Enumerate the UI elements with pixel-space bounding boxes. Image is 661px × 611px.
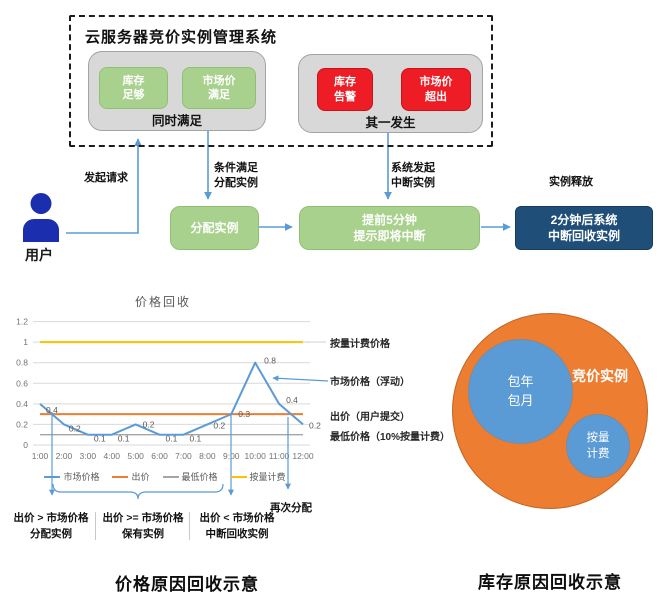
condition-stock-sufficient: 库存 足够: [99, 67, 168, 109]
group-both-conditions: 库存 足够 市场价 满足 同时满足: [88, 51, 266, 131]
x-tick-label: 1:00: [32, 451, 49, 461]
condition-stock-alarm: 库存 告警: [317, 68, 373, 111]
data-label: 0.2: [143, 419, 155, 429]
reallocate-label: 再次分配: [270, 502, 312, 514]
x-tick-label: 9:00: [223, 451, 240, 461]
annotation-ondemand-price: 按量计费价格: [330, 339, 390, 350]
data-label: 0.8: [264, 356, 276, 366]
group-either-occurs: 库存 告警 市场价 超出 其一发生: [298, 54, 483, 133]
x-tick-label: 5:00: [127, 451, 144, 461]
x-tick-label: 11:00: [269, 451, 290, 461]
y-tick-label: 0.8: [16, 358, 28, 368]
legend-item: 出价: [112, 470, 150, 483]
group-either-label: 其一发生: [365, 116, 416, 130]
subscription-circle: 包年 包月: [468, 339, 573, 444]
edge-request-arrow: [66, 138, 142, 234]
user-label: 用户: [25, 247, 53, 263]
legend-swatch: [230, 475, 247, 478]
annotation-market-price: 市场价格（浮动）: [330, 377, 410, 388]
legend-item: 最低价格: [162, 470, 218, 483]
zone-divider: [95, 512, 96, 540]
edge-release-label: 实例释放: [549, 176, 593, 188]
data-label: 0.1: [189, 434, 201, 444]
legend-label: 最低价格: [181, 472, 218, 482]
legend-swatch: [162, 475, 179, 478]
data-label: 0.2: [69, 423, 81, 433]
price-caption: 价格原因回收示意: [115, 575, 259, 594]
y-tick-label: 1.2: [16, 317, 28, 327]
zone-divider: [189, 512, 190, 540]
legend-label: 市场价格: [63, 472, 100, 482]
y-tick-label: 0: [23, 440, 28, 450]
market-price-annotation-arrow: [272, 375, 329, 382]
x-tick-label: 4:00: [103, 451, 120, 461]
legend-swatch: [112, 475, 129, 478]
x-tick-label: 7:00: [175, 451, 192, 461]
system-title: 云服务器竞价实例管理系统: [85, 29, 278, 46]
data-label: 0.2: [309, 420, 321, 430]
chart-legend: 市场价格 出价 最低价格 按量计费: [40, 470, 290, 483]
node-reclaim-instance: 2分钟后系统 中断回收实例: [515, 206, 653, 250]
data-label: 0.4: [286, 395, 298, 405]
stock-caption: 库存原因回收示意: [478, 573, 622, 592]
data-label: 0.4: [46, 405, 58, 415]
y-tick-label: 0.2: [16, 419, 28, 429]
x-tick-label: 3:00: [80, 451, 97, 461]
y-tick-label: 0.4: [16, 399, 28, 409]
x-tick-label: 8:00: [199, 451, 216, 461]
chart-title: 价格回收: [134, 295, 191, 309]
price-chart: 0 0.2 0.4 0.6 0.8 1 1.2 1:00 2:00 3:00 4:00 5:00 6:0…: [16, 317, 321, 461]
spot-instance-label: 竞价实例: [572, 368, 628, 384]
data-label: 0.1: [94, 434, 106, 444]
data-label: 0.1: [166, 434, 178, 444]
condition-price-exceeded: 市场价 超出: [401, 68, 471, 111]
group-both-label: 同时满足: [151, 114, 202, 128]
y-tick-label: 1: [23, 337, 28, 347]
zone-label-keep: 出价 >= 市场价格 保有实例: [102, 512, 184, 540]
data-label: 0.3: [238, 409, 250, 419]
x-tick-label: 2:00: [56, 451, 73, 461]
system-boundary-box: [69, 15, 493, 147]
x-tick-label: 12:00: [292, 451, 314, 461]
edge-request-label: 发起请求: [84, 172, 128, 184]
keep-zone-brace: [52, 483, 224, 500]
ondemand-circle: 按量 计费: [566, 414, 630, 478]
data-label: 0.2: [213, 420, 225, 430]
zone-label-allocate: 出价 > 市场价格 分配实例: [13, 512, 89, 540]
x-tick-label: 6:00: [151, 451, 168, 461]
node-allocate-instance: 分配实例: [170, 206, 259, 250]
user-icon: [23, 193, 59, 242]
condition-price-satisfied: 市场价 满足: [182, 67, 256, 109]
edge-allocate-label: 条件满足 分配实例: [214, 162, 258, 189]
annotation-min-price: 最低价格（10%按量计费）: [330, 432, 451, 443]
node-notify-interrupt: 提前5分钟 提示即将中断: [299, 206, 480, 250]
annotation-bid-price: 出价（用户提交）: [330, 412, 410, 423]
data-label: 0.1: [118, 434, 130, 444]
zone-label-reclaim: 出价 < 市场价格 中断回收实例: [199, 512, 275, 540]
x-tick-label: 10:00: [245, 451, 267, 461]
legend-swatch: [44, 475, 61, 478]
edge-interrupt-label: 系统发起 中断实例: [391, 162, 435, 189]
y-tick-label: 0.6: [16, 378, 28, 388]
legend-item: 市场价格: [44, 470, 99, 483]
legend-label: 出价: [131, 472, 150, 482]
legend-label: 按量计费: [249, 472, 286, 482]
series-line-市场价格: [39, 361, 304, 436]
legend-item: 按量计费: [230, 470, 286, 483]
